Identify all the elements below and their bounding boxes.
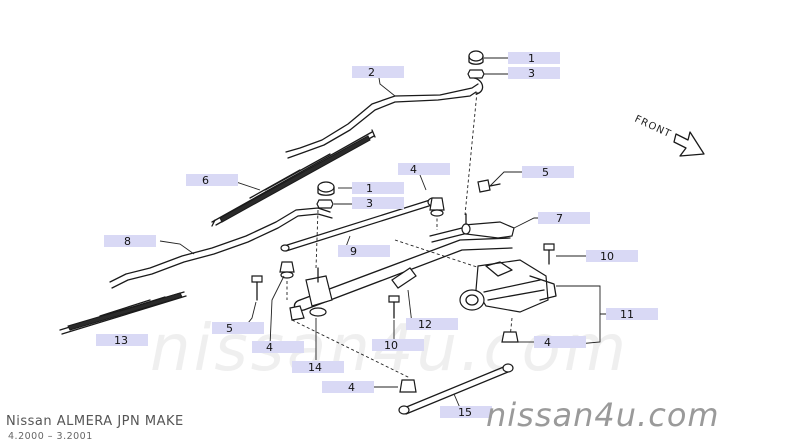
callout-6: 6 (186, 174, 238, 187)
callout-7: 7 (538, 212, 590, 225)
wiper-blade-upper (211, 129, 376, 227)
callout-number: 8 (124, 235, 131, 248)
footer-title: Nissan ALMERA JPN MAKE (6, 414, 184, 429)
callout-1-upper: 1 (508, 52, 560, 65)
callout-4-motor: 4 (534, 336, 586, 349)
bolt-right (543, 243, 555, 265)
callout-10-right: 10 (586, 250, 638, 263)
callout-9: 9 (338, 245, 390, 258)
callout-1-lower: 1 (352, 182, 404, 195)
callout-number: 5 (226, 322, 233, 335)
callout-number: 13 (114, 334, 128, 347)
callout-number: 6 (202, 174, 209, 187)
callout-number: 10 (600, 250, 614, 263)
callout-number: 4 (544, 336, 551, 349)
wiper-arm-upper (285, 77, 484, 159)
bushing-left (279, 261, 295, 279)
bolt-lower-left (251, 275, 263, 301)
callout-14: 14 (292, 361, 344, 374)
callout-number: 3 (528, 67, 535, 80)
wiper-linkage-frame (289, 225, 513, 321)
callout-12: 12 (406, 318, 458, 331)
callout-8: 8 (104, 235, 156, 248)
wiper-motor (459, 259, 557, 313)
callout-4-left: 4 (252, 341, 304, 354)
callout-5-upper: 5 (522, 166, 574, 179)
front-label: FRONT (633, 114, 673, 141)
callout-number: 4 (266, 341, 273, 354)
callout-4-top: 4 (398, 163, 450, 176)
motor-bracket (391, 267, 417, 289)
callout-number: 1 (528, 52, 535, 65)
bushing-motor (501, 331, 519, 343)
callout-number: 5 (542, 166, 549, 179)
callout-number: 4 (410, 163, 417, 176)
callout-number: 15 (458, 406, 472, 419)
motor-crank-arm (461, 213, 515, 239)
callout-number: 7 (556, 212, 563, 225)
footer-dates: 4.2000 – 3.2001 (8, 431, 93, 442)
callout-15: 15 (440, 406, 492, 419)
wiper-arm-lower (109, 207, 333, 289)
callout-10-center: 10 (372, 339, 424, 352)
callout-11: 11 (606, 308, 658, 321)
callout-2: 2 (352, 66, 404, 79)
callout-number: 2 (368, 66, 375, 79)
bushing-upper-right (429, 197, 445, 217)
callout-4-bottom: 4 (322, 381, 374, 394)
callout-number: 1 (366, 182, 373, 195)
watermark-bottom: nissan4u.com (486, 396, 720, 434)
callout-number: 10 (384, 339, 398, 352)
callout-number: 11 (620, 308, 634, 321)
callout-3-lower: 3 (352, 197, 404, 210)
callout-number: 12 (418, 318, 432, 331)
callout-number: 14 (308, 361, 322, 374)
callout-number: 9 (350, 245, 357, 258)
pivot-cap-upper (467, 50, 485, 79)
leader-lines (159, 57, 606, 409)
link-rod-lower (398, 363, 514, 415)
wiper-blade-lower (59, 291, 187, 335)
bolt-center (388, 295, 400, 319)
callout-5-lower: 5 (212, 322, 264, 335)
pivot-cap-lower (316, 181, 335, 209)
callout-number: 4 (348, 381, 355, 394)
callout-13: 13 (96, 334, 148, 347)
callout-3-upper: 3 (508, 67, 560, 80)
bolt-upper (477, 179, 501, 193)
callout-number: 3 (366, 197, 373, 210)
front-direction-indicator: FRONT (633, 114, 705, 157)
